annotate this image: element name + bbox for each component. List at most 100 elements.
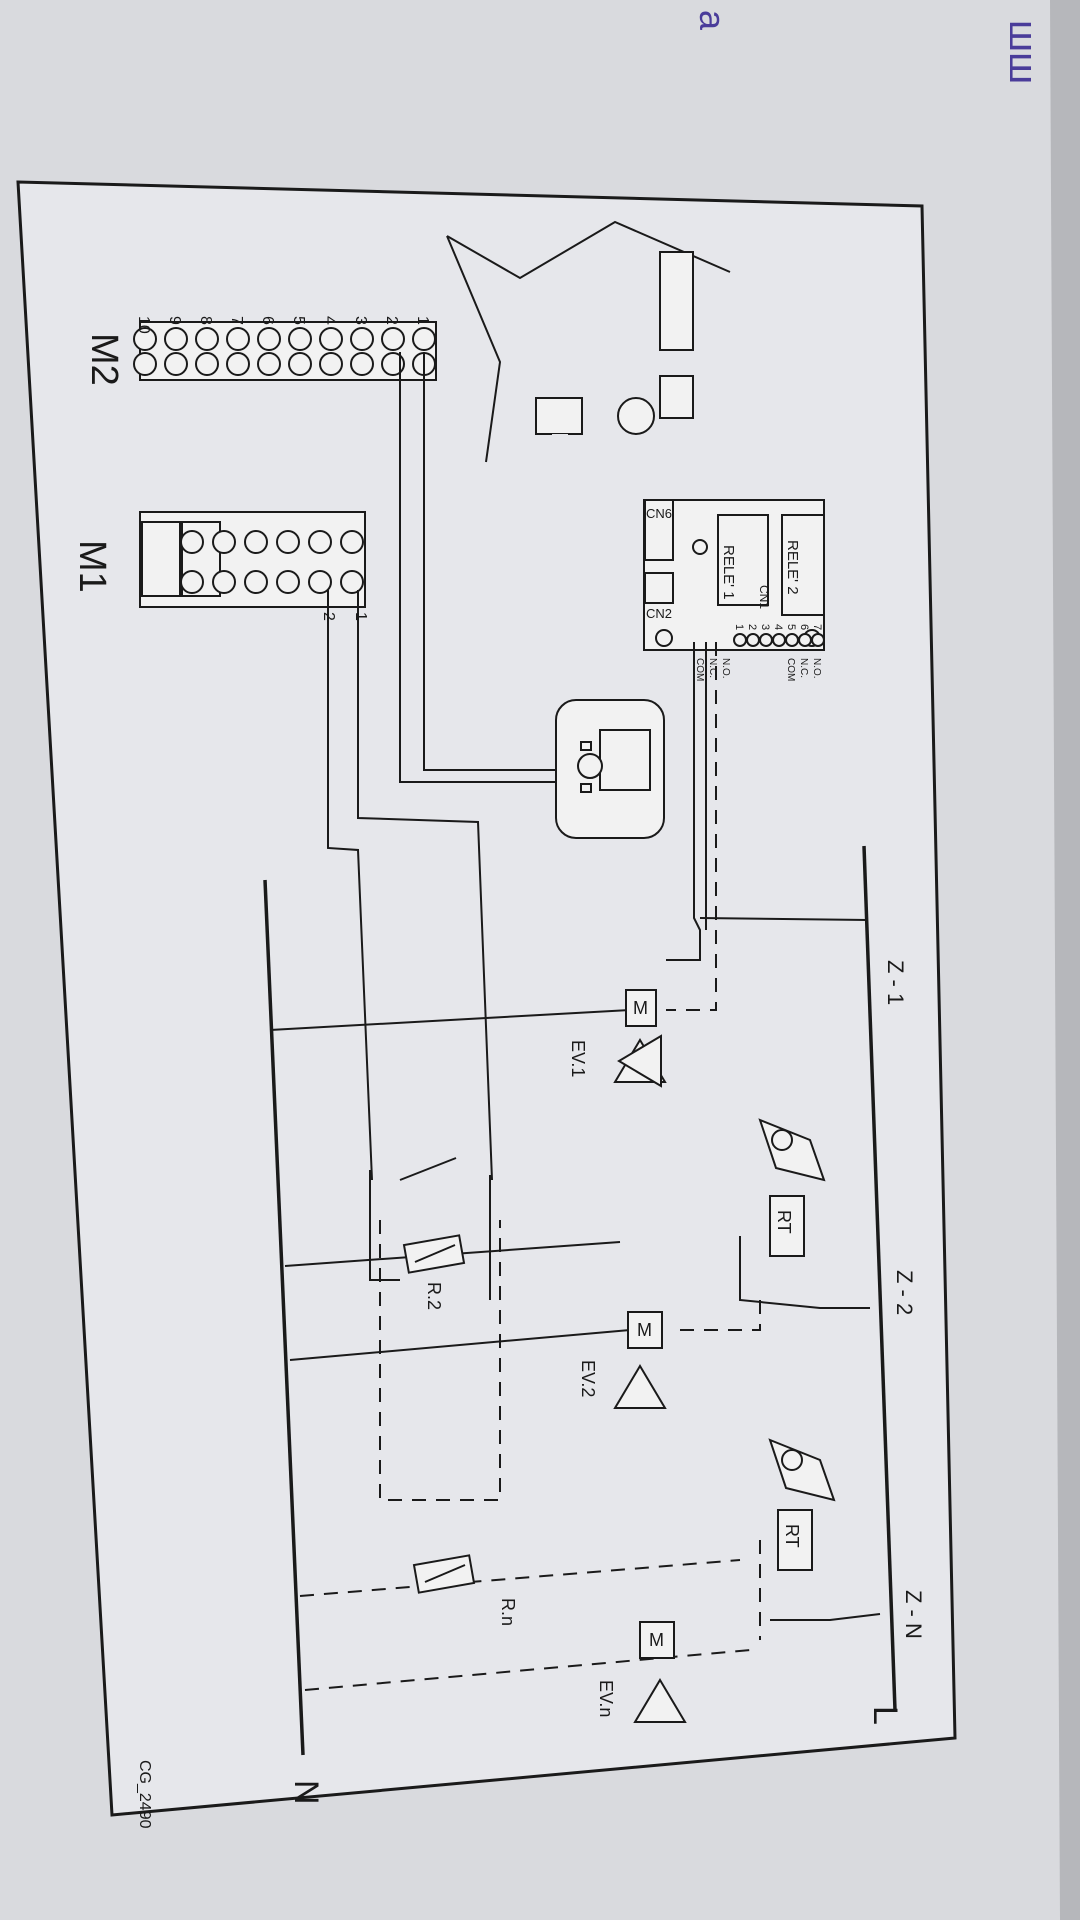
m2-screw: [133, 352, 157, 376]
m1-terminal-number: 1: [352, 612, 369, 621]
relay-pin: [759, 633, 773, 647]
thermostat-zn: [768, 1438, 836, 1571]
rele2-label: RELE' 2: [784, 540, 801, 595]
relay-pin-number: 5: [785, 624, 797, 630]
m2-terminal-number: 7: [228, 316, 245, 325]
relay-r2-coil: [402, 1234, 466, 1274]
ev1-motor-label: M: [633, 998, 648, 1018]
ev2-valve-icon: [613, 1364, 667, 1409]
zone-n-label: Z - N: [901, 1590, 926, 1639]
evn-label: EV.n: [596, 1680, 616, 1717]
m1-screw: [212, 530, 236, 554]
m1-screw: [340, 530, 364, 554]
line-n: [263, 879, 305, 1756]
thermostat-zn-label: RT: [782, 1524, 802, 1548]
m1-screw: [308, 570, 332, 594]
cn1-label: CN1: [757, 585, 771, 609]
terminal-block-m2: 1 2 3 4 5 6 7 8 9 10: [133, 316, 437, 381]
m2-terminal-number: 9: [166, 316, 183, 325]
m2-screw: [164, 352, 188, 376]
m1-screw: [180, 570, 204, 594]
m2-terminal-number: 8: [197, 316, 214, 325]
relay-pin-number: 7: [811, 624, 823, 630]
evn-motor-label: M: [649, 1630, 664, 1650]
m2-screw: [350, 352, 374, 376]
m1-screw: [340, 570, 364, 594]
line-l-label: L: [866, 1706, 904, 1725]
m2-terminal-number: 6: [259, 316, 276, 325]
relay-rn-coil: [412, 1554, 476, 1594]
relay-pin: [811, 633, 825, 647]
ev2-label: EV.2: [578, 1360, 598, 1397]
relay-rn-label: R.n: [498, 1598, 518, 1626]
rele2-contact-label: N.C.: [798, 658, 809, 678]
relay-r2-label: R.2: [424, 1282, 444, 1310]
relay-pin-number: 2: [746, 624, 758, 630]
m2-screw: [288, 352, 312, 376]
m2-terminal-number: 1: [414, 316, 431, 325]
m1-screw: [276, 530, 300, 554]
relay-pin-number: 3: [759, 624, 771, 630]
m2-screw: [412, 327, 436, 351]
rele1-label: RELE' 1: [720, 545, 737, 600]
m2-terminal-number: 4: [321, 316, 338, 325]
m2-terminal-number: 5: [290, 316, 307, 325]
ev1-label: EV.1: [568, 1040, 588, 1077]
terminal-block-m1: 12: [139, 511, 369, 621]
handwriting-mark: a: [692, 10, 733, 31]
m2-label: M2: [83, 333, 125, 386]
m2-screw: [226, 352, 250, 376]
relay-r2-contact: [399, 1157, 457, 1181]
m2-screw: [288, 327, 312, 351]
zone-1-label: Z - 1: [883, 960, 908, 1005]
m2-screw: [257, 352, 281, 376]
relay-pin: [772, 633, 786, 647]
line-l: [862, 845, 897, 1711]
m1-screw: [244, 530, 268, 554]
ev1-motor: [625, 989, 657, 1027]
m2-screw: [381, 327, 405, 351]
m2-screw: [164, 327, 188, 351]
relay-pin: [785, 633, 799, 647]
m1-screw: [212, 570, 236, 594]
m1-screw: [308, 530, 332, 554]
relay-pin: [733, 633, 747, 647]
m1-screw: [180, 530, 204, 554]
evn-valve-icon: [633, 1678, 687, 1723]
relay-module: [643, 499, 825, 651]
m2-screw: [195, 352, 219, 376]
zone-2-label: Z - 2: [892, 1270, 917, 1315]
m2-screw: [350, 327, 374, 351]
rele2-contact-label: N.O.: [811, 658, 822, 679]
rele2-contact-label: COM: [785, 658, 796, 681]
remote-control: [555, 699, 665, 839]
m2-screw: [381, 352, 405, 376]
m2-terminal-number: 3: [352, 316, 369, 325]
m1-label: M1: [71, 540, 113, 593]
m2-screw: [195, 327, 219, 351]
boiler-board: [446, 220, 731, 548]
relay-pin-number: 1: [733, 624, 745, 630]
m2-terminal-number: 10: [135, 316, 152, 334]
relay-pin-number: 6: [798, 624, 810, 630]
diagram-frame: [16, 180, 957, 1817]
line-n-label: N: [287, 1780, 325, 1805]
ev2-motor-label: M: [637, 1320, 652, 1340]
m2-screw: [319, 327, 343, 351]
thermostat-z2: [758, 1118, 826, 1257]
cn6-label: CN6: [646, 506, 672, 521]
relay-pin-number: 4: [772, 624, 784, 630]
m2-terminal-number: 2: [383, 316, 400, 325]
cn2-label: CN2: [646, 606, 672, 621]
drawing-code: CG_2490: [136, 1760, 153, 1829]
thermostat-z2-label: RT: [774, 1210, 794, 1234]
m1-screw: [276, 570, 300, 594]
m2-screw: [257, 327, 281, 351]
m2-screw: [319, 352, 343, 376]
rele1-contact-label: N.O.: [720, 658, 731, 679]
rele1-contact-label: N.C.: [707, 658, 718, 678]
m2-screw: [133, 327, 157, 351]
evn-motor: [639, 1621, 675, 1659]
relay-pin: [746, 633, 760, 647]
